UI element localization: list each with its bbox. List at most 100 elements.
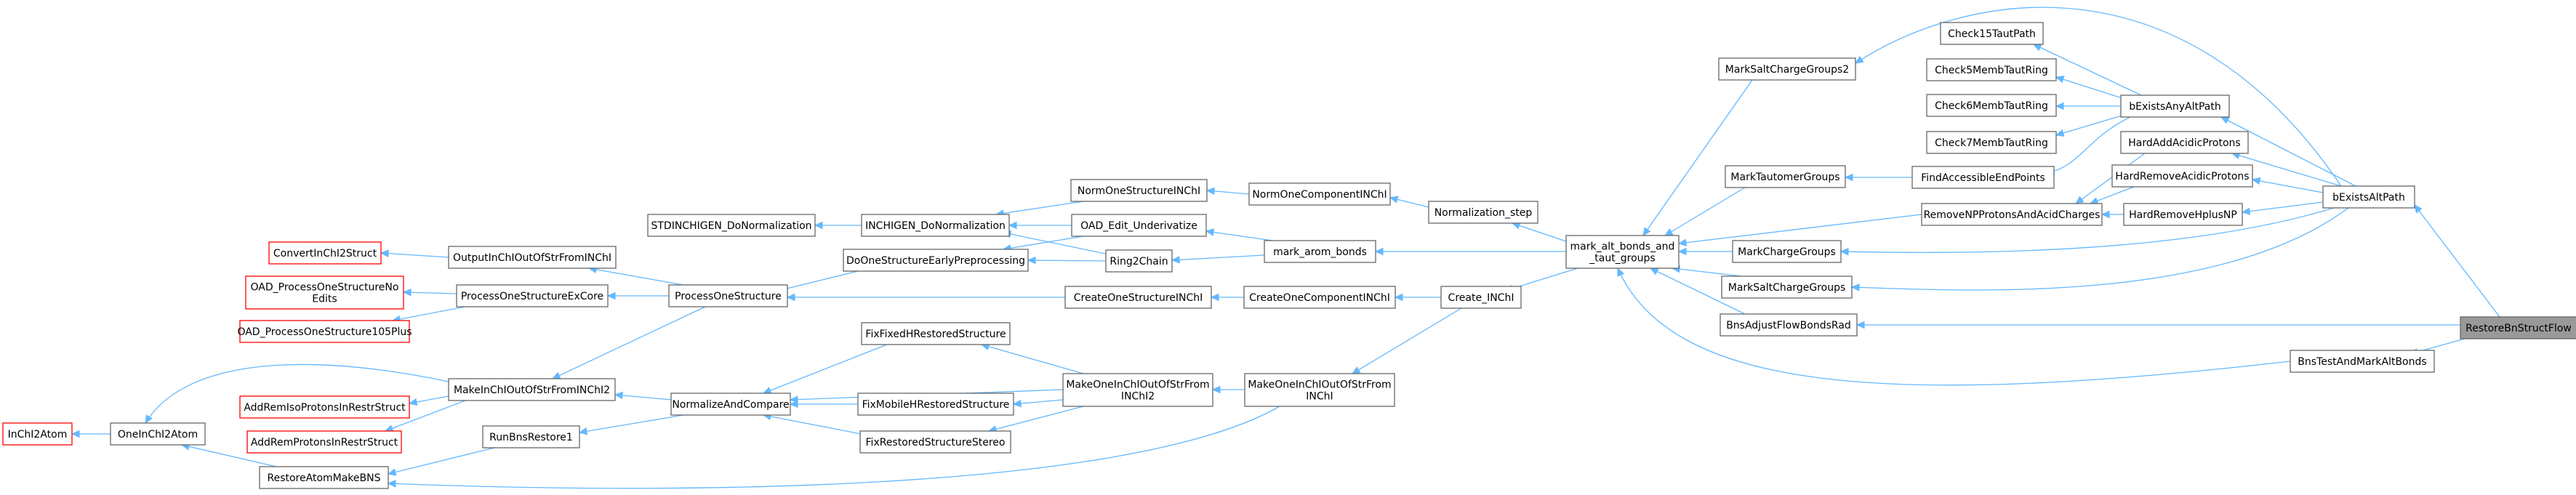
node-HardRemoveHplusNP[interactable]: HardRemoveHplusNP [2123, 203, 2243, 226]
node-OneInChI2Atom[interactable]: OneInChI2Atom [110, 422, 206, 446]
node-InChI2Atom[interactable]: InChI2Atom [2, 422, 73, 446]
node-root[interactable]: RestoreBnStructFlow [2460, 316, 2576, 339]
node-CreateOneStructureINChI[interactable]: CreateOneStructureINChI [1064, 286, 1212, 309]
edge-arrowhead [1210, 293, 1219, 302]
node-label: MakeInChIOutOfStrFromINChI2 [454, 385, 610, 396]
node-box [1440, 286, 1522, 309]
node-OutputInChIOutOfStrFromINChI[interactable]: OutputInChIOutOfStrFromINChI [448, 246, 617, 269]
node-BnsTestAndMarkAltBonds[interactable]: BnsTestAndMarkAltBonds [2290, 350, 2435, 373]
node-label: FixMobileHRestoredStructure [862, 399, 1010, 411]
node-MarkTautomerGroups[interactable]: MarkTautomerGroups [1725, 165, 1846, 188]
node-MarkChargeGroups[interactable]: MarkChargeGroups [1732, 240, 1842, 263]
node-MakeInChIOutOfStrFromINChI2[interactable]: MakeInChIOutOfStrFromINChI2 [448, 378, 616, 401]
edge-arrowhead [2075, 196, 2085, 204]
node-Check15TautPath[interactable]: Check15TautPath [1940, 22, 2044, 45]
node-box [1732, 240, 1842, 263]
edge-mark_arom_bonds-to-OAD_Edit_Underivatize [1205, 228, 1273, 241]
node-box [1720, 313, 1858, 337]
edge-line [1171, 254, 1265, 261]
node-BnsAdjustFlowBondsRad[interactable]: BnsAdjustFlowBondsRad [1720, 313, 1858, 337]
node-FixFixedHRestoredStructure[interactable]: FixFixedHRestoredStructure [861, 322, 1011, 345]
node-AddRemIsoProtonsInRestrStruct[interactable]: AddRemIsoProtonsInRestrStruct [239, 395, 410, 419]
edge-CreateOneStructureINChI-to-ProcessOneStructure [786, 293, 1065, 302]
node-label: OAD_ProcessOneStructure105Plus [237, 326, 412, 338]
edge-line [2046, 116, 2131, 174]
node-HardAddAcidicProtons[interactable]: HardAddAcidicProtons [2120, 131, 2249, 154]
edge-FixRestoredStructureStereo-to-NormalizeAndCompare [762, 412, 873, 437]
edge-line [1672, 267, 1742, 277]
node-label: RestoreAtomMakeBNS [268, 472, 381, 484]
node-label: FixFixedHRestoredStructure [865, 329, 1006, 340]
node-STDINCHIGEN_DoNormalization[interactable]: STDINCHIGEN_DoNormalization [647, 214, 816, 237]
node-ConvertInChI2Struct[interactable]: ConvertInChI2Struct [268, 241, 382, 265]
node-ProcessOneStructureExCore[interactable]: ProcessOneStructureExCore [456, 284, 609, 307]
node-DoOneStructureEarlyPreprocessing[interactable]: DoOneStructureEarlyPreprocessing [843, 249, 1029, 272]
node-FixMobileHRestoredStructure[interactable]: FixMobileHRestoredStructure [857, 393, 1014, 416]
node-Check7MembTautRing[interactable]: Check7MembTautRing [1926, 131, 2057, 154]
edge-bExistsAnyAltPath-to-Check7MembTautRing [2055, 113, 2127, 137]
node-OAD_ProcessOneStructure105Plus[interactable]: OAD_ProcessOneStructure105Plus [237, 320, 412, 343]
edge-line [1642, 79, 1753, 236]
node-MarkSaltChargeGroups[interactable]: MarkSaltChargeGroups [1721, 275, 1853, 299]
node-label: RestoreBnStructFlow [2465, 323, 2572, 334]
node-MarkSaltChargeGroups2[interactable]: MarkSaltChargeGroups2 [1718, 57, 1856, 81]
node-bExistsAltPath[interactable]: bExistsAltPath [2322, 185, 2415, 209]
edge-arrowhead [1664, 228, 1674, 236]
edge-MakeInChIOutOfStrFromINChI2-to-OneInChI2Atom [145, 363, 449, 424]
node-label: BnsTestAndMarkAltBonds [2298, 356, 2426, 368]
edge-arrowhead [1642, 227, 1651, 236]
edge-arrowhead [408, 398, 418, 406]
nodes: RestoreBnStructFlow bExistsAltPathBnsTest… [2, 22, 2576, 489]
edge-line [763, 414, 873, 437]
node-FindAccessibleEndPoints[interactable]: FindAccessibleEndPoints [1911, 166, 2055, 189]
node-box [1244, 373, 1395, 407]
node-Check5MembTautRing[interactable]: Check5MembTautRing [1926, 58, 2057, 81]
edge-line [1205, 230, 1273, 241]
node-HardRemoveAcidicProtons[interactable]: HardRemoveAcidicProtons [2111, 164, 2253, 188]
node-Normalization_step[interactable]: Normalization_step [1428, 201, 1538, 224]
edge-MarkSaltChargeGroups2-to-mark_alt_bonds [1642, 79, 1753, 236]
node-box [859, 430, 1011, 454]
edge-Normalization_step-to-NormOneComponentINChI [1389, 196, 1429, 208]
node-box [2123, 203, 2243, 226]
node-NormalizeAndCompare[interactable]: NormalizeAndCompare [670, 393, 791, 416]
node-box [1565, 235, 1680, 269]
edge-mark_alt_bonds-to-Normalization_step [1511, 222, 1567, 242]
node-box [1071, 214, 1207, 237]
node-NormOneStructureINChI[interactable]: NormOneStructureINChI [1070, 179, 1208, 202]
node-OAD_Edit_Underivatize[interactable]: OAD_Edit_Underivatize [1071, 214, 1207, 237]
edge-NormOneComponentINChI-to-NormOneStructureINChI [1205, 187, 1250, 196]
edge-line [2414, 204, 2500, 318]
node-label: RemoveNPProtonsAndAcidCharges [1924, 209, 2100, 221]
node-label: mark_alt_bonds_and [1570, 241, 1675, 253]
edge-MakeOneInChIOutOfStrFromINChI-to-RestoreAtomMakeBNS [387, 406, 1280, 489]
node-box [1070, 179, 1208, 202]
node-RunBnsRestore1[interactable]: RunBnsRestore1 [482, 425, 580, 448]
node-INCHIGEN_DoNormalization[interactable]: INCHIGEN_DoNormalization [861, 214, 1010, 237]
edge-arrowhead [1027, 256, 1036, 265]
edge-line [1851, 207, 2349, 291]
node-AddRemProtonsInRestrStruct[interactable]: AddRemProtonsInRestrStruct [246, 430, 402, 454]
node-RestoreAtomMakeBNS[interactable]: RestoreAtomMakeBNS [259, 466, 389, 489]
edge-arrowhead [2220, 116, 2230, 124]
edge-arrowhead [551, 371, 561, 379]
node-NormOneComponentINChI[interactable]: NormOneComponentINChI [1248, 182, 1391, 206]
node-mark_alt_bonds[interactable]: mark_alt_bonds_and_taut_groups [1565, 235, 1680, 269]
node-ProcessOneStructure[interactable]: ProcessOneStructure [668, 284, 788, 307]
edge-MarkTautomerGroups-to-mark_alt_bonds [1664, 187, 1746, 236]
node-Check6MembTautRing[interactable]: Check6MembTautRing [1926, 94, 2057, 117]
node-label: HardRemoveAcidicProtons [2115, 171, 2249, 182]
node-CreateOneComponentINChI[interactable]: CreateOneComponentINChI [1243, 286, 1396, 309]
edge-line [2055, 76, 2127, 100]
node-bExistsAnyAltPath[interactable]: bExistsAnyAltPath [2120, 94, 2230, 118]
node-mark_arom_bonds[interactable]: mark_arom_bonds [1264, 240, 1376, 263]
edge-CreateOneComponentINChI-to-CreateOneStructureINChI [1210, 293, 1244, 302]
edge-OutputInChIOutOfStrFromINChI-to-ConvertInChI2Struct [380, 249, 449, 258]
node-Create_INChI[interactable]: Create_INChI [1440, 286, 1522, 309]
node-RemoveNPProtonsAndAcidCharges[interactable]: RemoveNPProtonsAndAcidCharges [1921, 203, 2103, 226]
node-FixRestoredStructureStereo[interactable]: FixRestoredStructureStereo [859, 430, 1011, 454]
node-Ring2Chain[interactable]: Ring2Chain [1105, 249, 1173, 273]
